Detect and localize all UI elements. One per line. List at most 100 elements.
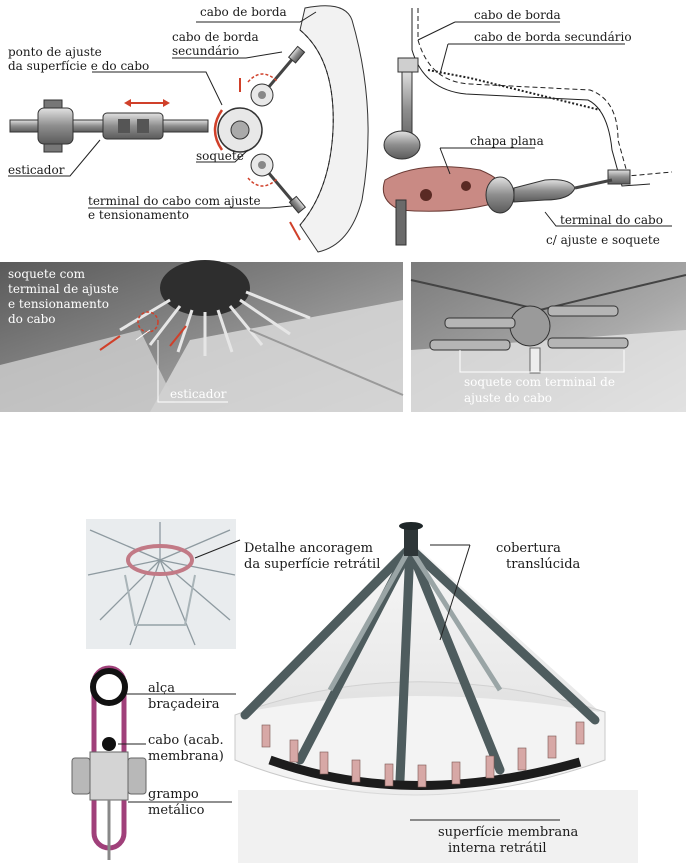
photo1-membrane-left <box>0 330 180 412</box>
plate-hole-1 <box>420 189 432 201</box>
label-photo2-1: soquete com terminal de <box>464 375 615 389</box>
photo1-cap <box>160 260 250 316</box>
photo2-terminal-right-top <box>547 305 619 317</box>
clamp-plate-left <box>71 757 91 795</box>
clevis <box>37 107 74 145</box>
leader-cabo-borda <box>196 11 317 23</box>
label-grampo-2: metálico <box>148 803 205 818</box>
leader-p2-terminal <box>544 211 672 227</box>
label-terminal-1: terminal do cabo com ajuste <box>88 194 261 208</box>
label-p2-terminal-1: terminal do cabo <box>560 213 663 227</box>
edge-cable-main <box>411 8 651 187</box>
rotation-arrow-upper <box>247 73 279 83</box>
label-cabo-borda-sec-2: secundário <box>172 44 239 58</box>
leader-cabo-borda-sec <box>172 51 283 59</box>
inset-cage <box>124 574 196 626</box>
rod-fork <box>383 130 421 160</box>
terminal-cable <box>574 178 613 190</box>
label-grampo-1: grampo <box>148 787 199 802</box>
turnbuckle-body <box>102 112 164 140</box>
cable-section <box>102 737 116 751</box>
photo1-arrow-1 <box>99 335 121 351</box>
label-p2-chapa: chapa plana <box>470 134 544 148</box>
cone-clamps <box>261 721 585 788</box>
inset-background <box>86 519 236 649</box>
rod-end <box>9 119 41 133</box>
label-alca-2: braçadeira <box>148 697 220 712</box>
label-ponto-ajuste-1: ponto de ajuste <box>8 45 102 59</box>
cable-terminal-lower <box>288 195 307 214</box>
tension-arrow-lower <box>289 221 301 241</box>
leader-esticador <box>8 139 101 177</box>
photo2-node <box>509 305 551 347</box>
leader-soquete <box>196 149 249 163</box>
cable-terminal-upper <box>287 45 306 64</box>
mast-top <box>404 526 418 556</box>
edge-cable-secondary <box>427 69 601 111</box>
panel-edge-cable-detail: cabo de borda cabo de borda secundário p… <box>8 5 369 253</box>
turnbuckle-slot-left <box>118 119 130 133</box>
label-detalhe-2: da superfície retrátil <box>244 557 380 572</box>
label-cabo-borda: cabo de borda <box>200 5 287 19</box>
leader-p2-cabo-sec-tip <box>439 43 449 75</box>
turnbuckle-slot-right <box>137 119 149 133</box>
photo-cone-anchor: soquete com terminal de ajuste e tension… <box>0 260 404 412</box>
clamp-plate-right <box>127 757 147 795</box>
label-p2-cabo-borda-sec: cabo de borda secundário <box>474 30 632 44</box>
membrane-edge <box>299 5 369 253</box>
label-cobertura-2: translúcida <box>506 557 581 572</box>
cone-base-ring <box>268 755 582 790</box>
bolt-nut <box>43 143 63 153</box>
leader-p2-cabo-borda-tip <box>417 21 456 41</box>
photo1-spokes <box>119 290 311 356</box>
thread-rod-2 <box>162 119 209 133</box>
leader-photo1-esticador <box>157 340 228 403</box>
photo2-terminal-left <box>444 317 516 329</box>
photo-socket-terminal: soquete com terminal de ajuste do cabo <box>410 262 686 412</box>
photo2-post <box>529 347 541 374</box>
terminal-socket <box>513 179 576 203</box>
socket-pin <box>230 120 250 140</box>
photo1-arrow-2 <box>169 325 187 347</box>
photo1-membrane <box>150 300 403 412</box>
cable-outline-outer <box>417 8 673 177</box>
secondary-edge-cable <box>299 29 334 226</box>
photo2-terminal-left-low <box>429 339 511 351</box>
label-terminal-2: e tensionamento <box>88 208 189 222</box>
clamp-body <box>89 751 129 801</box>
label-cabo-borda-sec-1: cabo de borda <box>172 30 259 44</box>
label-soquete: soquete <box>196 149 244 163</box>
label-alca-1: alça <box>148 681 175 696</box>
leader-detalhe <box>194 539 241 559</box>
cone-rafters-back <box>327 546 503 692</box>
mast-cap <box>399 522 423 530</box>
thread-rod <box>72 119 104 133</box>
leader-ponto-ajuste <box>92 71 223 106</box>
cable-clamp <box>607 169 631 185</box>
plate-hole-2 <box>461 181 471 191</box>
plate-post <box>395 199 407 246</box>
label-esticador: esticador <box>8 163 65 177</box>
terminal-fork <box>485 176 515 214</box>
panel-flat-plate-detail: cabo de borda cabo de borda secundário c… <box>382 8 673 247</box>
bolt-head <box>43 99 63 109</box>
label-photo1-soquete-1: soquete com <box>8 267 86 281</box>
photo2-terminal-right <box>547 337 629 349</box>
leader-terminal <box>88 205 293 209</box>
rod-clamp <box>397 57 419 73</box>
label-detalhe-1: Detalhe ancoragem <box>244 541 373 556</box>
leader-cobertura-tip <box>439 544 471 641</box>
panel-retractable-cone: Detalhe ancoragem da superfície retrátil… <box>71 519 638 863</box>
leader-photo2 <box>459 350 625 373</box>
rotation-arrow-lower <box>247 177 279 187</box>
adjust-point-arc <box>213 109 224 151</box>
label-p2-cabo-borda: cabo de borda <box>474 8 561 22</box>
cone-translucent-cover <box>245 540 600 712</box>
inner-membrane-base <box>238 790 638 863</box>
label-photo1-soquete-2: terminal de ajuste <box>8 282 119 296</box>
label-photo2-2: ajuste do cabo <box>464 391 552 405</box>
leader-p2-chapa-tip <box>439 147 451 175</box>
label-superficie-1: superfície membrana <box>438 825 579 840</box>
label-superficie-2: interna retrátil <box>448 841 547 856</box>
